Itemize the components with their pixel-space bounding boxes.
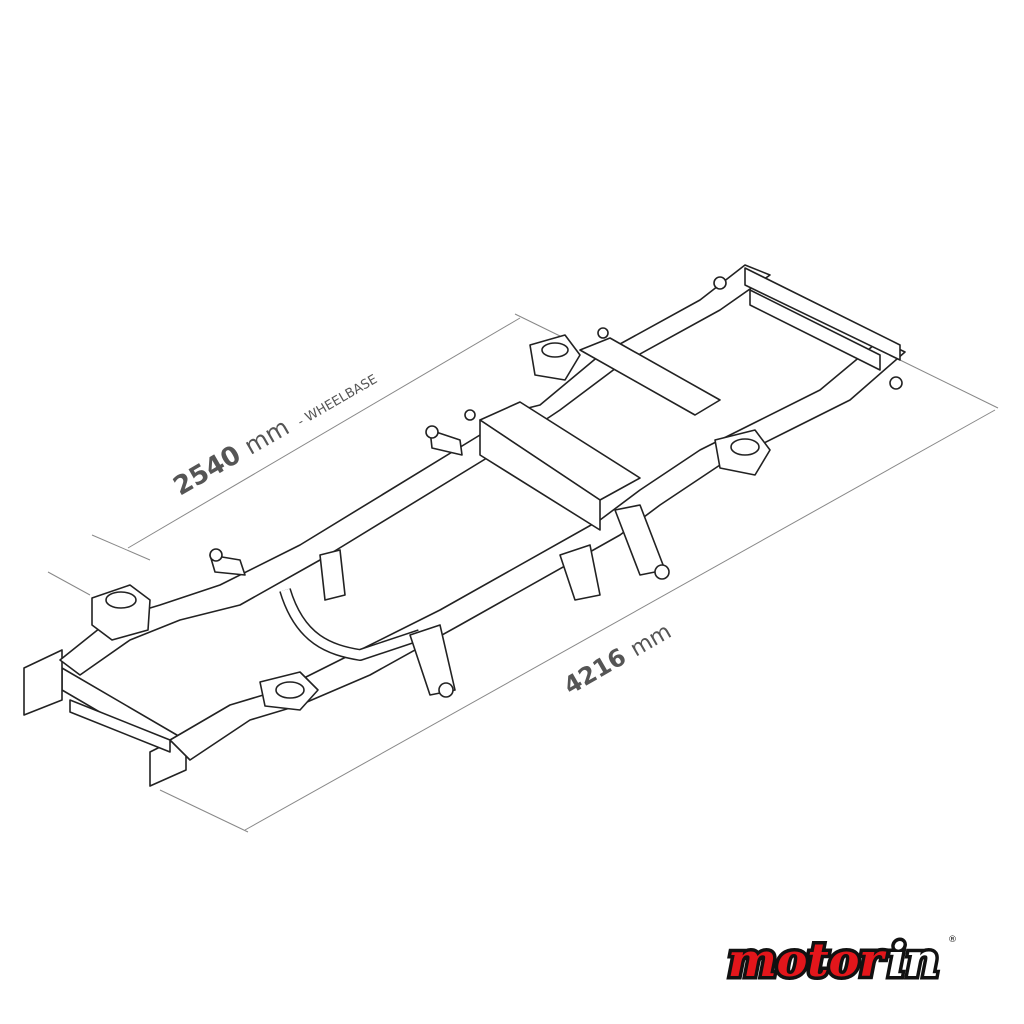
logo-text-white: in bbox=[888, 933, 939, 986]
chassis-frame bbox=[23, 264, 906, 787]
rear-crossmember bbox=[744, 267, 901, 361]
registered-mark: ® bbox=[948, 935, 957, 945]
motorin-logo: motor in ® bbox=[725, 930, 958, 986]
logo-text-red: motor bbox=[728, 933, 887, 986]
wheelbase-dimension-line bbox=[91, 313, 561, 561]
length-dimension-label: 4216 mm bbox=[559, 617, 676, 701]
wheelbase-dimension-label: 2540 mm - WHEELBASE bbox=[169, 362, 382, 502]
length-dimension-line bbox=[47, 359, 999, 833]
left-rail bbox=[59, 264, 771, 676]
